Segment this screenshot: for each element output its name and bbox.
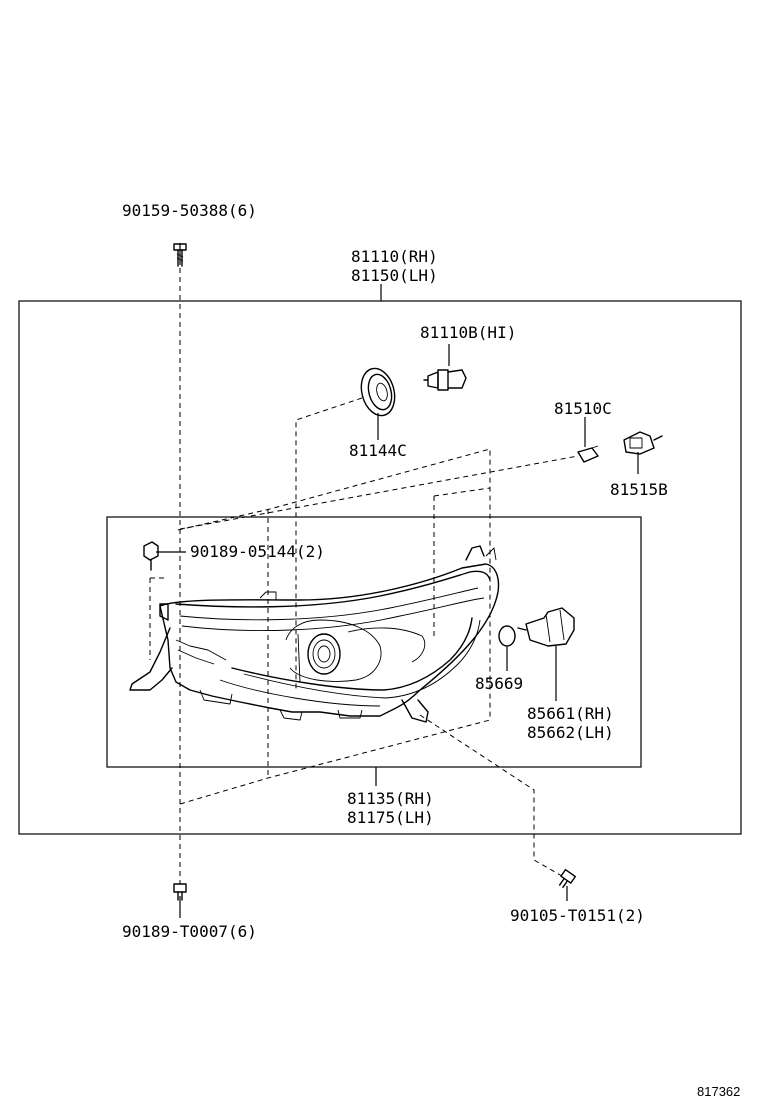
screw-icon	[173, 243, 187, 267]
bulb-c-line	[179, 455, 579, 530]
clip-icon	[143, 541, 159, 571]
label-socket-b: 81515B	[610, 480, 668, 499]
wedge-bulb-icon	[577, 445, 599, 463]
label-bulb-hi: 81110B(HI)	[420, 323, 516, 342]
o-ring-icon	[498, 625, 516, 647]
label-screw-bottom-right: 90105-T0151(2)	[510, 906, 645, 925]
label-socket-lh: 85662(LH)	[527, 723, 614, 742]
dust-cap-icon	[360, 367, 396, 417]
bulb-icon	[423, 369, 467, 391]
lower-screw-line	[419, 714, 563, 877]
label-screw-bottom-left: 90189-T0007(6)	[122, 922, 257, 941]
label-clip: 90189-05144(2)	[190, 542, 325, 561]
label-unit-rh: 81135(RH)	[347, 789, 434, 808]
screw-icon	[173, 883, 187, 901]
headlamp-unit-icon	[129, 545, 500, 723]
unit-frame	[106, 516, 642, 768]
label-socket-rh: 85661(RH)	[527, 704, 614, 723]
socket-b-line	[433, 487, 491, 497]
label-cap: 81144C	[349, 441, 407, 460]
label-assy-lh: 81150(LH)	[351, 266, 438, 285]
screw-icon	[558, 868, 577, 889]
lower-bracket-line	[179, 719, 491, 805]
label-unit-lh: 81175(LH)	[347, 808, 434, 827]
label-assy-rh: 81110(RH)	[351, 247, 438, 266]
bulb-socket-icon	[623, 431, 663, 455]
figure-number: 817362	[697, 1084, 740, 1099]
label-oring: 85669	[475, 674, 523, 693]
label-screw-top: 90159-50388(6)	[122, 201, 257, 220]
bulb-socket-icon	[517, 607, 575, 647]
assembly-frame	[18, 300, 742, 835]
upper-bracket-line	[177, 448, 491, 720]
label-bulb-c: 81510C	[554, 399, 612, 418]
